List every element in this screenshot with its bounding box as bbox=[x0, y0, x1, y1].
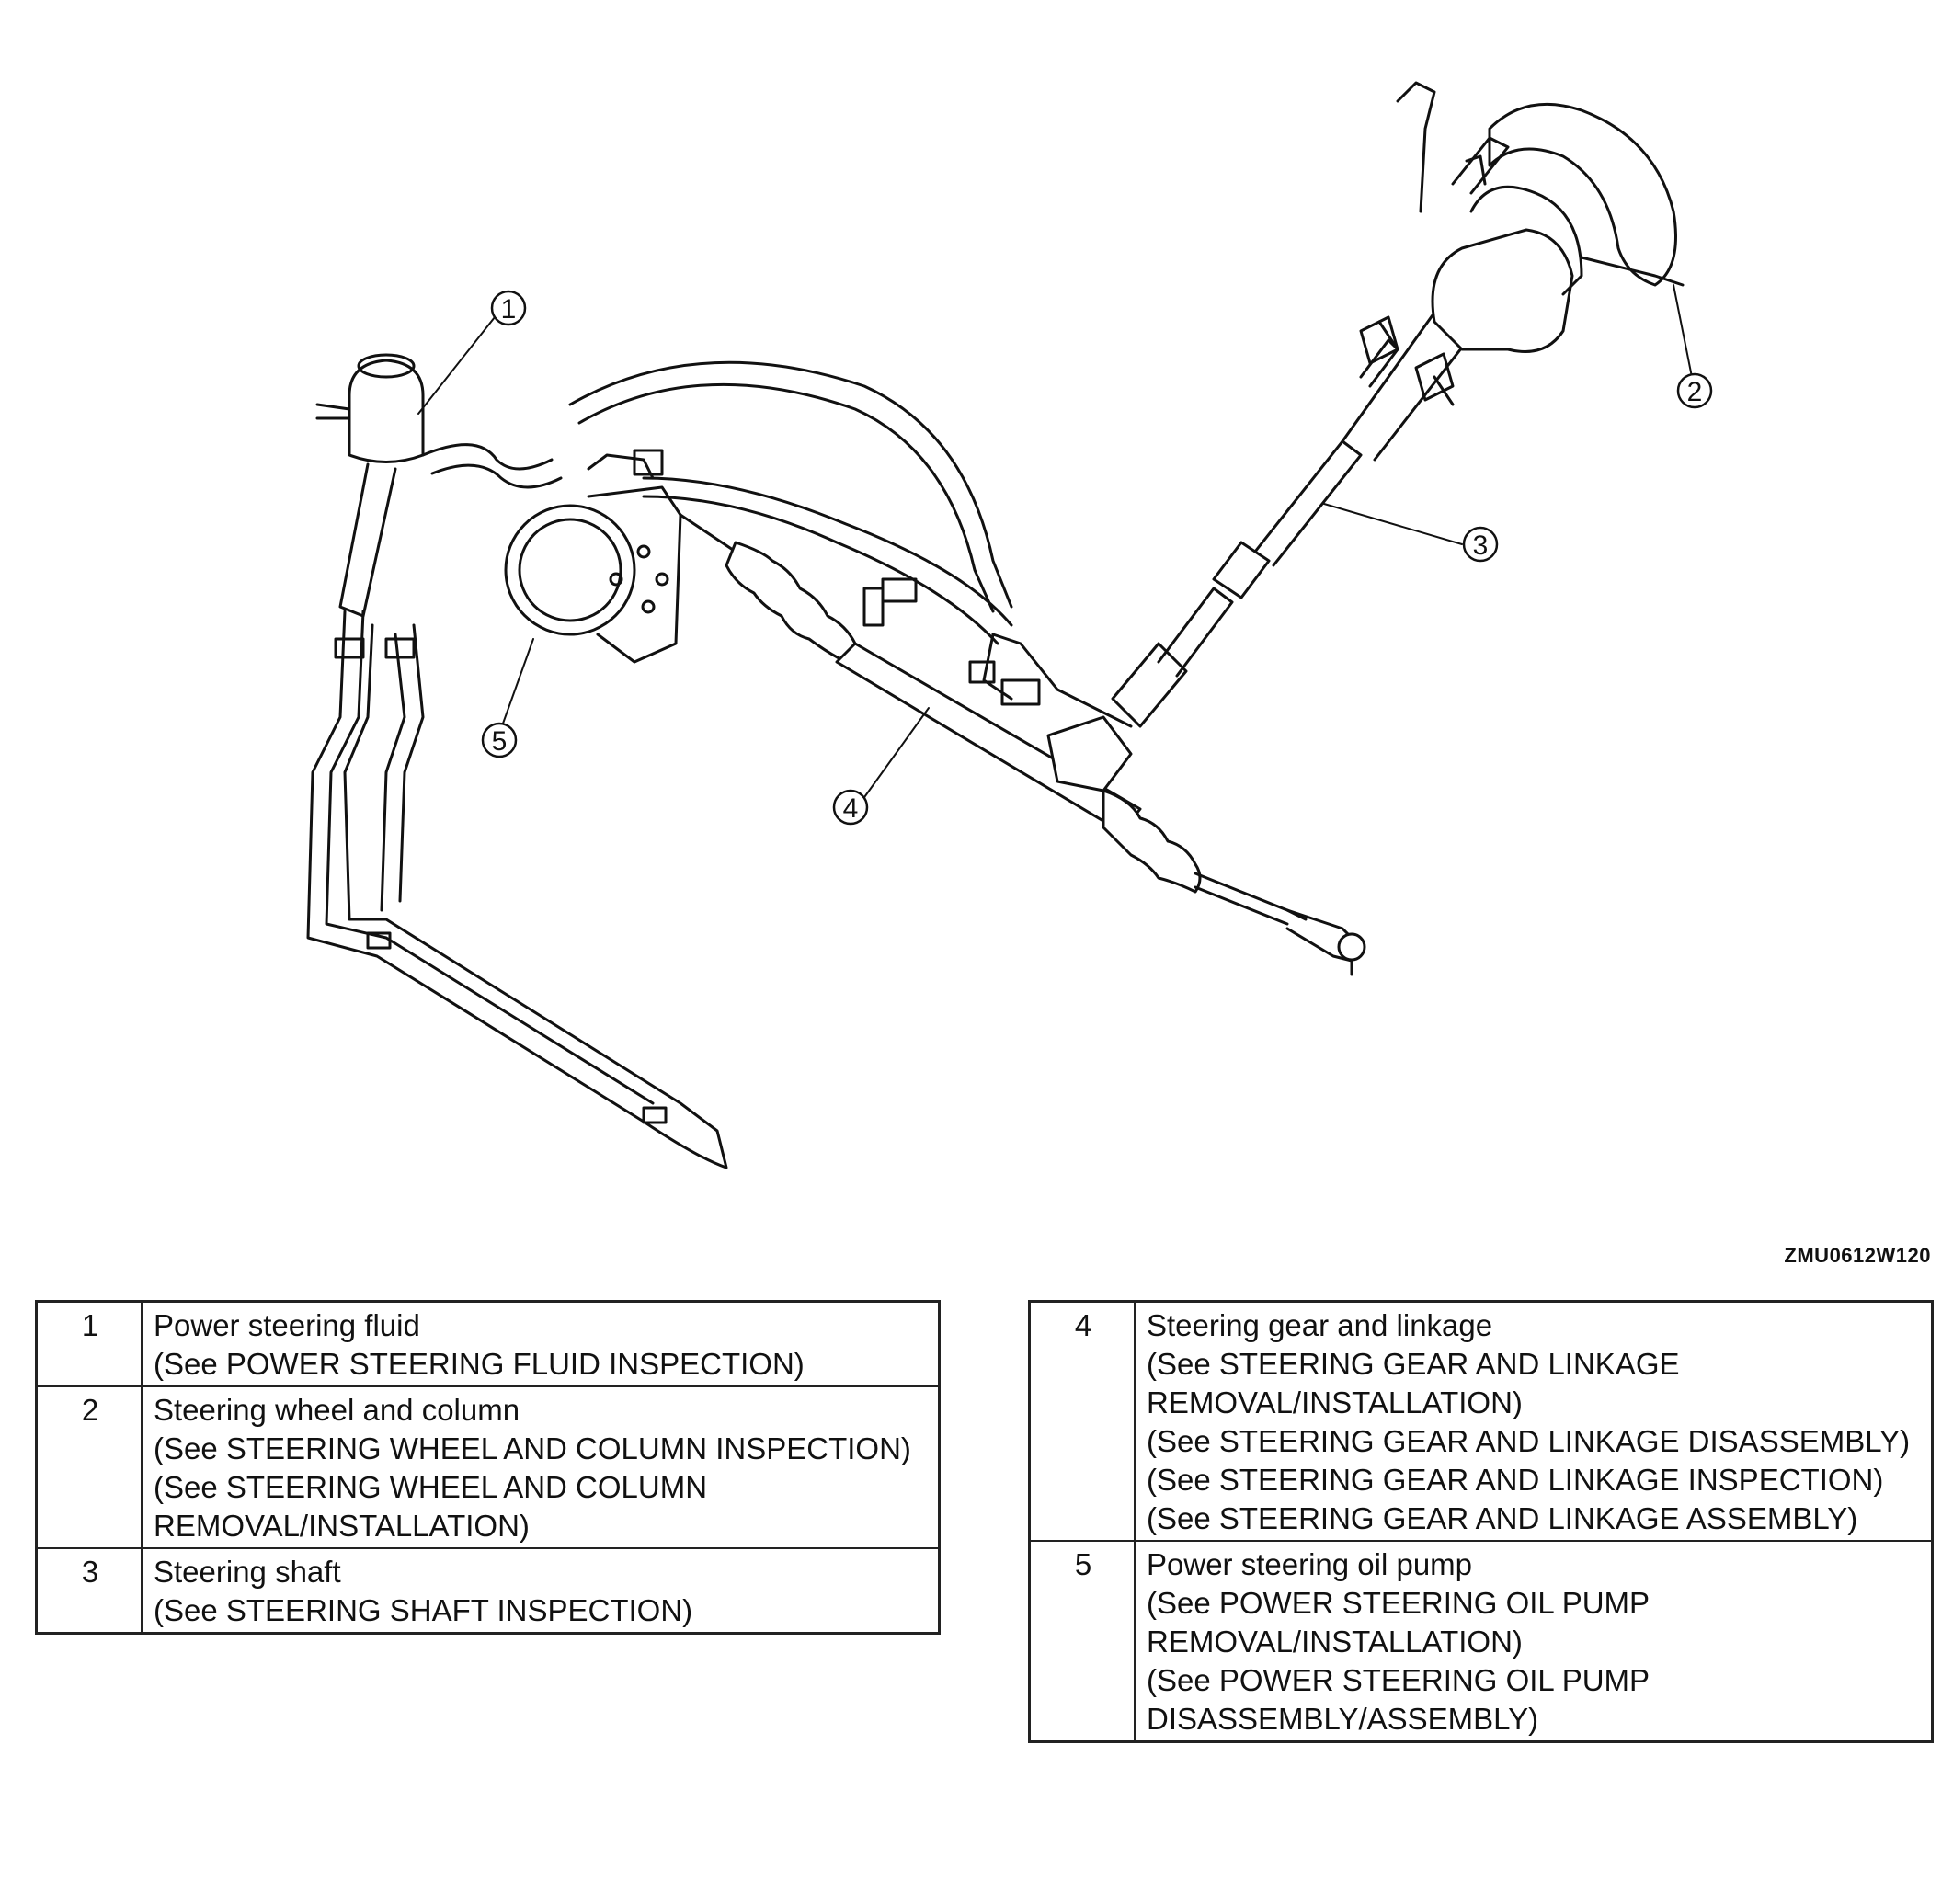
fluid-reservoir bbox=[315, 353, 425, 618]
legend-item-title: Power steering oil pump bbox=[1147, 1547, 1473, 1581]
legend-item-reference: (See STEERING GEAR AND LINKAGE INSPECTIO… bbox=[1147, 1463, 1884, 1497]
oil-pump bbox=[504, 449, 682, 664]
leader-lines bbox=[417, 284, 1696, 801]
legend-table-right: 4 Steering gear and linkage (See STEERING … bbox=[1028, 1300, 1934, 1743]
legend-item-title: Steering wheel and column bbox=[154, 1393, 520, 1427]
svg-text:3: 3 bbox=[1473, 530, 1489, 561]
pressure-hoses bbox=[421, 360, 1133, 728]
legend-row: 3 Steering shaft (See STEERING SHAFT INSPE… bbox=[35, 1547, 941, 1635]
callout-1: 1 bbox=[490, 290, 527, 326]
legend-item-reference: (See POWER STEERING OIL PUMP REMOVAL/INS… bbox=[1147, 1586, 1650, 1659]
legend-item-number: 3 bbox=[35, 1547, 143, 1635]
legend-item-reference: (See STEERING WHEEL AND COLUMN REMOVAL/I… bbox=[154, 1470, 708, 1543]
legend-item-number: 1 bbox=[35, 1300, 143, 1387]
svg-text:2: 2 bbox=[1687, 377, 1703, 407]
figure-code: ZMU0612W120 bbox=[1784, 1244, 1931, 1267]
legend-row: 2 Steering wheel and column (See STEERING … bbox=[35, 1385, 941, 1549]
callout-5: 5 bbox=[481, 722, 518, 758]
legend-item-reference: (See POWER STEERING FLUID INSPECTION) bbox=[154, 1347, 805, 1381]
legend-item-reference: (See STEERING GEAR AND LINKAGE ASSEMBLY) bbox=[1147, 1501, 1858, 1535]
legend-row: 5 Power steering oil pump (See POWER STEER… bbox=[1028, 1540, 1934, 1743]
legend-item-number: 5 bbox=[1028, 1540, 1136, 1743]
legend-item-title: Steering shaft bbox=[154, 1555, 341, 1589]
legend-item-description: Steering wheel and column (See STEERING W… bbox=[141, 1385, 941, 1549]
legend-item-description: Steering gear and linkage (See STEERING G… bbox=[1134, 1300, 1934, 1542]
legend-row: 1 Power steering fluid (See POWER STEERING… bbox=[35, 1300, 941, 1387]
legend-item-number: 2 bbox=[35, 1385, 143, 1549]
svg-text:1: 1 bbox=[501, 294, 517, 325]
legend-item-description: Power steering oil pump (See POWER STEERI… bbox=[1134, 1540, 1934, 1743]
legend-item-description: Power steering fluid (See POWER STEERING … bbox=[141, 1300, 941, 1387]
legend-item-description: Steering shaft (See STEERING SHAFT INSPEC… bbox=[141, 1547, 941, 1635]
legend-item-title: Steering gear and linkage bbox=[1147, 1308, 1493, 1342]
legend-row: 4 Steering gear and linkage (See STEERING … bbox=[1028, 1300, 1934, 1542]
svg-text:4: 4 bbox=[843, 793, 859, 824]
legend-item-reference: (See STEERING SHAFT INSPECTION) bbox=[154, 1593, 693, 1627]
legend-table-left: 1 Power steering fluid (See POWER STEERING… bbox=[35, 1300, 941, 1635]
steering-wheel bbox=[1359, 81, 1685, 402]
steering-system-diagram: 1 2 3 4 5 bbox=[306, 81, 1713, 1169]
steering-rack bbox=[679, 513, 1366, 976]
callout-3: 3 bbox=[1462, 526, 1499, 563]
legend-item-reference: (See STEERING GEAR AND LINKAGE REMOVAL/I… bbox=[1147, 1347, 1680, 1419]
callout-4: 4 bbox=[832, 789, 869, 826]
callout-2: 2 bbox=[1676, 372, 1713, 409]
return-line-loop bbox=[306, 610, 728, 1169]
svg-text:5: 5 bbox=[492, 726, 508, 757]
legend-item-reference: (See POWER STEERING OIL PUMP DISASSEMBLY… bbox=[1147, 1663, 1650, 1736]
legend-item-title: Power steering fluid bbox=[154, 1308, 420, 1342]
legend-item-number: 4 bbox=[1028, 1300, 1136, 1542]
legend-item-reference: (See STEERING GEAR AND LINKAGE DISASSEMB… bbox=[1147, 1424, 1911, 1458]
legend-item-reference: (See STEERING WHEEL AND COLUMN INSPECTIO… bbox=[154, 1431, 911, 1465]
